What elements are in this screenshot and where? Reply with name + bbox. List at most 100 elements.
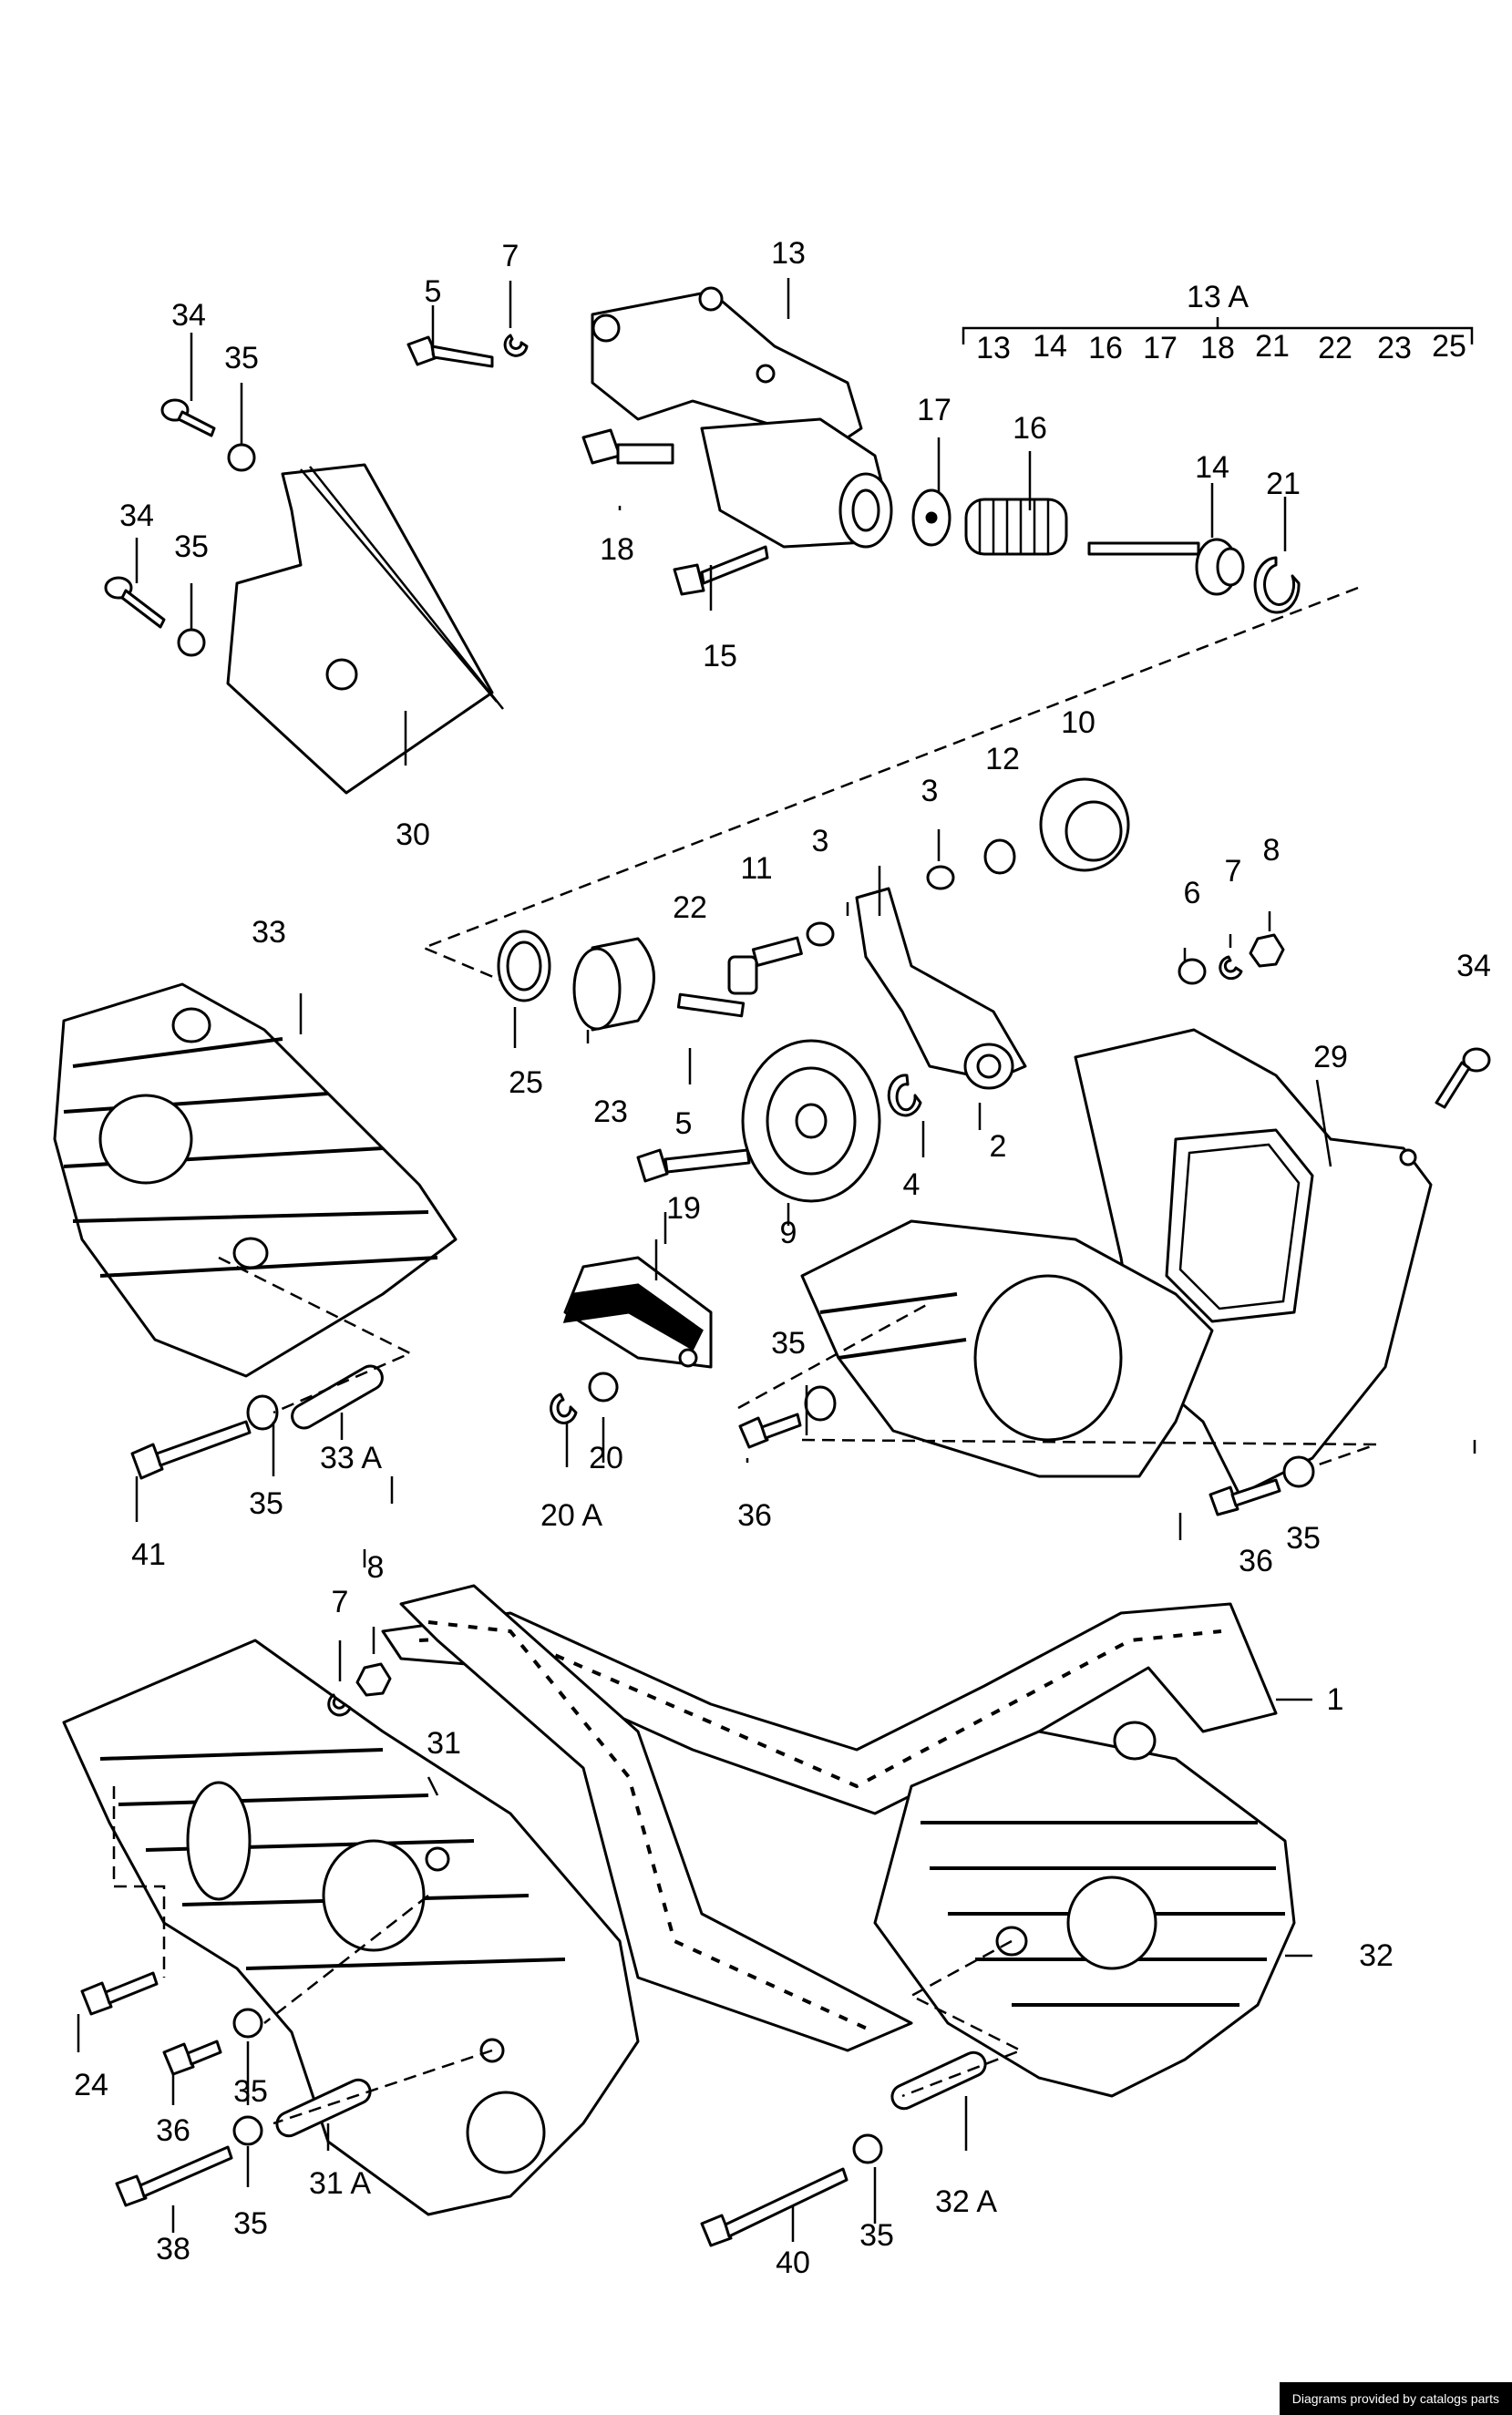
callout-5: 5 (425, 274, 442, 309)
washer-35-a (227, 443, 256, 472)
callout-31-a: 31 A (309, 2166, 371, 2201)
leader-dash-low (112, 1786, 1024, 2125)
callout-3: 3 (921, 774, 939, 808)
callout-20-a: 20 A (540, 1498, 602, 1533)
bolt-11 (727, 936, 803, 995)
kit-item: 23 (1377, 331, 1412, 365)
callout-33: 33 (252, 915, 286, 950)
callout-17: 17 (917, 393, 951, 427)
kit-item: 25 (1432, 329, 1466, 364)
washer-20 (588, 1372, 619, 1403)
circlip-7-top (503, 334, 529, 357)
callout-12: 12 (985, 742, 1020, 776)
tensioner-housing (700, 417, 893, 549)
bolt-34-b (104, 576, 166, 629)
circlip-7-mid (1219, 955, 1243, 981)
callout-34: 34 (171, 298, 206, 333)
callout-29: 29 (1313, 1040, 1348, 1074)
circlip-21 (1253, 556, 1301, 614)
idler-roller-10 (1039, 777, 1130, 872)
callout-35: 35 (224, 341, 259, 375)
callout-18: 18 (600, 532, 634, 567)
leader-dash-mid (737, 1301, 1377, 1478)
washer-35-c (246, 1394, 279, 1431)
sleeve-32a (890, 2050, 987, 2111)
callout-14: 14 (1195, 450, 1229, 485)
callout-11: 11 (740, 851, 772, 886)
washer-35-h (852, 2133, 883, 2164)
circlip-20a (550, 1392, 578, 1424)
callout-31: 31 (427, 1726, 461, 1761)
sleeve-31a (275, 2078, 372, 2138)
cover-33 (53, 982, 458, 1378)
callout-9: 9 (780, 1216, 797, 1250)
callout-7: 7 (502, 239, 519, 273)
callout-36: 36 (737, 1498, 772, 1533)
callout-32: 32 (1359, 1938, 1394, 1973)
timing-belt-1 (381, 1584, 1278, 2052)
nut-3-a (806, 921, 835, 947)
callout-13: 13 (771, 236, 806, 271)
callout-2: 2 (990, 1129, 1007, 1164)
callout-35: 35 (771, 1326, 806, 1361)
callout-38: 38 (156, 2232, 190, 2266)
washer-35-d (804, 1385, 837, 1422)
kit-13a-bracket: 13 A 13 14 16 17 18 21 22 23 25 (962, 280, 1474, 365)
cover-30 (226, 463, 504, 795)
callout-33-a: 33 A (320, 1441, 382, 1475)
washer-35-f (232, 2008, 263, 2039)
bolt-36-c (162, 2040, 222, 2076)
callout-41: 41 (131, 1537, 166, 1572)
callout-34: 34 (119, 498, 154, 533)
bolt-24 (80, 1971, 159, 2016)
tensioner-bracket (591, 286, 863, 457)
callout-16: 16 (1013, 411, 1047, 446)
callout-35: 35 (174, 529, 209, 564)
washer-35-g (232, 2115, 263, 2146)
kit-item: 17 (1143, 331, 1178, 365)
clamp-25 (497, 930, 551, 1002)
bolt-5-top (406, 335, 494, 368)
callout-1: 1 (1327, 1682, 1344, 1717)
callout-36: 36 (156, 2113, 190, 2148)
kit-item: 14 (1033, 329, 1067, 364)
credit-badge: Diagrams provided by catalogs parts (1279, 2382, 1512, 2415)
callout-7: 7 (1225, 854, 1242, 889)
callout-23: 23 (593, 1094, 628, 1129)
callout-8: 8 (367, 1550, 385, 1585)
callout-20: 20 (589, 1441, 623, 1475)
callout-32-a: 32 A (935, 2184, 997, 2219)
leader-dash-33 (218, 1256, 413, 1414)
bolt-36-b (1209, 1478, 1281, 1516)
kit-item: 16 (1088, 331, 1123, 365)
cover-base-middle (800, 1219, 1214, 1478)
leader-dash-top (420, 586, 1359, 986)
washer-6 (1178, 958, 1207, 985)
bolt-36-a (738, 1413, 802, 1449)
bolt-5-mid (636, 1148, 751, 1183)
sleeve-33a (291, 1364, 384, 1430)
washer-12 (983, 838, 1016, 875)
idler-pulley-9 (741, 1039, 881, 1203)
pin-22 (676, 992, 746, 1018)
cover-32 (873, 1721, 1296, 2098)
bolt-15 (673, 545, 769, 596)
bolt-34-a (160, 398, 216, 437)
callout-35: 35 (249, 1486, 283, 1521)
bolt-40 (700, 2167, 849, 2247)
callout-10: 10 (1061, 705, 1095, 740)
callout-5: 5 (675, 1106, 693, 1141)
kit-item: 22 (1318, 331, 1353, 365)
guide-19 (562, 1256, 713, 1369)
callout-35: 35 (233, 2074, 268, 2109)
callout-40: 40 (776, 2245, 810, 2280)
callout-34: 34 (1456, 949, 1491, 983)
nut-8-low (355, 1662, 392, 1697)
washer-35-b (177, 628, 206, 657)
callout-30: 30 (396, 817, 430, 852)
kit-item: 21 (1255, 329, 1290, 364)
callout-3: 3 (812, 824, 829, 858)
circlip-7-low (327, 1693, 352, 1717)
callout-19: 19 (666, 1191, 701, 1226)
